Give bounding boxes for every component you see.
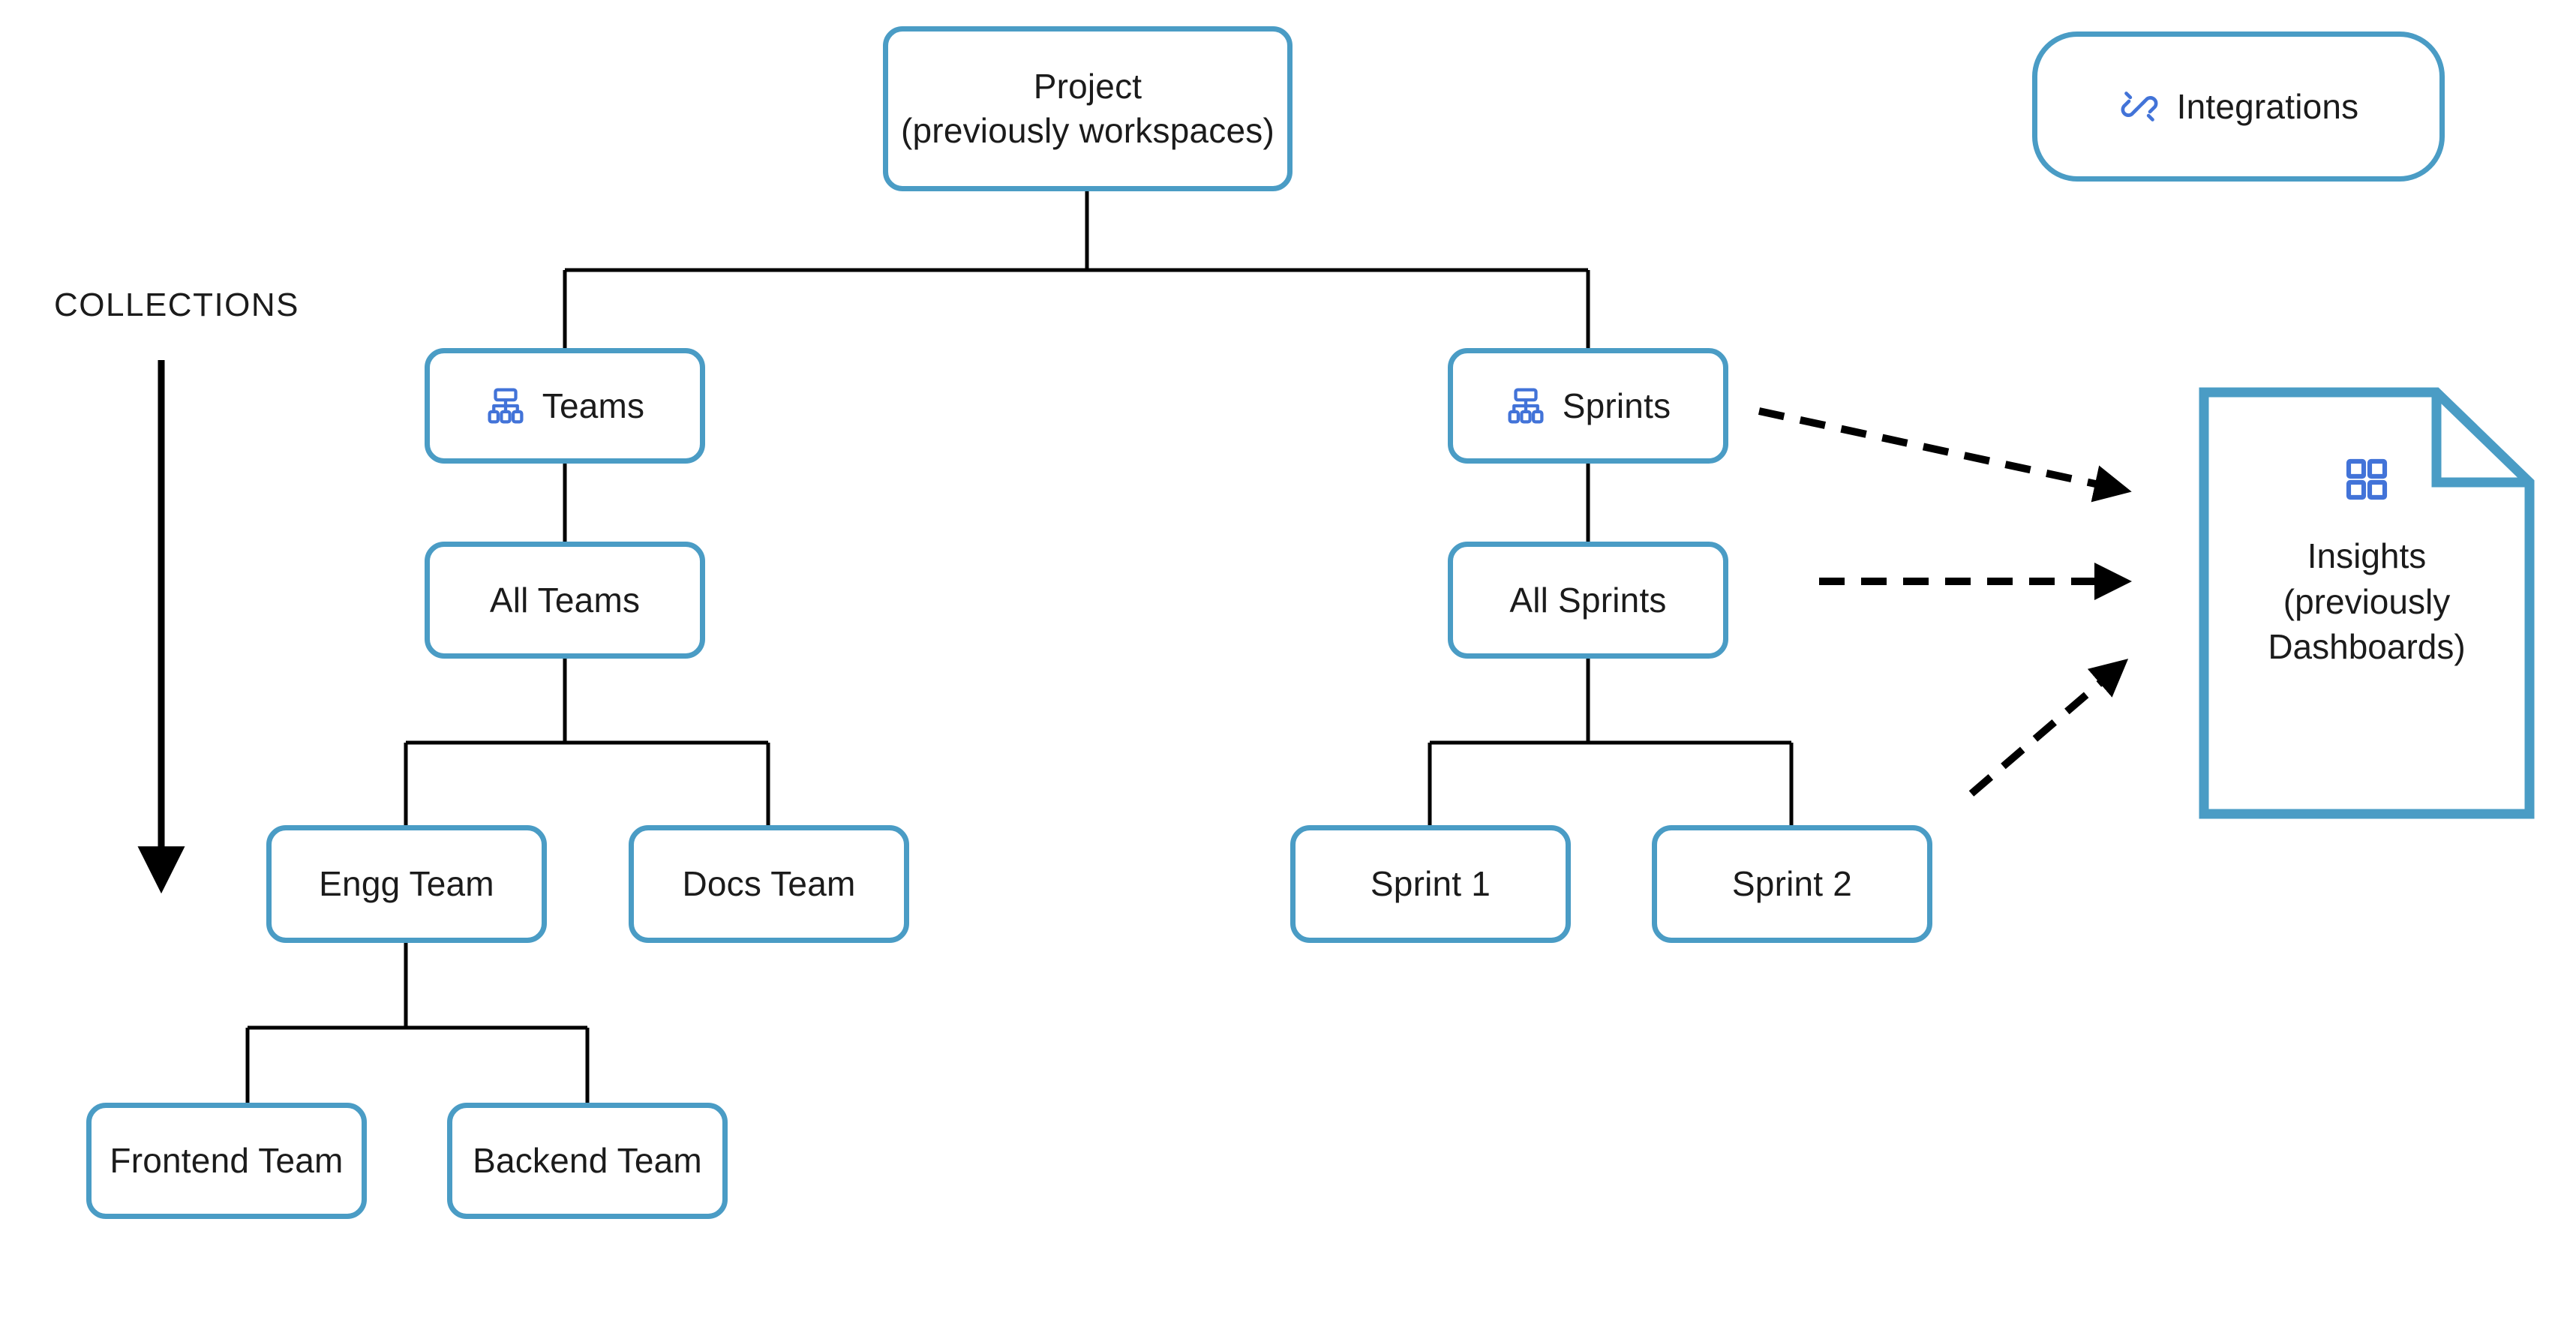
node-backend-team[interactable]: Backend Team: [447, 1103, 728, 1219]
node-all-sprints[interactable]: All Sprints: [1448, 542, 1728, 659]
plug-connector-icon: [2118, 86, 2160, 128]
collections-label: COLLECTIONS: [54, 287, 300, 323]
node-sprint-2-label: Sprint 2: [1731, 864, 1853, 904]
node-frontend-team[interactable]: Frontend Team: [86, 1103, 367, 1219]
node-backend-team-label: Backend Team: [473, 1141, 702, 1181]
node-sprint-1-label: Sprint 1: [1370, 864, 1491, 904]
node-insights[interactable]: Insights (previously Dashboards): [2198, 386, 2535, 820]
document-folded-corner-shape: [2199, 387, 2535, 819]
node-sprint-1[interactable]: Sprint 1: [1290, 825, 1571, 943]
edge-engg-to-children: [245, 943, 590, 1103]
dashed-arrow-sprint2-to-insights: [1968, 659, 2129, 797]
node-sprint-2[interactable]: Sprint 2: [1652, 825, 1932, 943]
dashed-arrow-sprints-to-insights: [1758, 407, 2132, 503]
node-engg-team-label: Engg Team: [319, 864, 494, 904]
node-integrations[interactable]: Integrations: [2032, 32, 2445, 182]
node-sprints-label: Sprints: [1562, 386, 1671, 425]
node-integrations-label: Integrations: [2176, 86, 2359, 126]
grid-dashboard-icon: [2343, 455, 2391, 503]
node-insights-label: Insights (previously Dashboards): [2268, 536, 2466, 667]
node-project[interactable]: Project (previously workspaces): [883, 26, 1293, 191]
edge-all-sprints-to-children: [1428, 659, 1794, 825]
node-engg-team[interactable]: Engg Team: [266, 825, 547, 943]
edge-project-to-teams-sprints: [563, 191, 1590, 348]
node-teams[interactable]: Teams: [425, 348, 705, 464]
node-docs-team-label: Docs Team: [682, 864, 856, 904]
node-all-teams-label: All Teams: [489, 580, 641, 620]
node-docs-team[interactable]: Docs Team: [629, 825, 909, 943]
node-all-teams[interactable]: All Teams: [425, 542, 705, 659]
node-frontend-team-label: Frontend Team: [110, 1141, 344, 1181]
node-all-sprints-label: All Sprints: [1509, 580, 1667, 620]
org-hierarchy-icon: [485, 386, 526, 426]
org-hierarchy-icon: [1506, 386, 1546, 426]
node-sprints[interactable]: Sprints: [1448, 348, 1728, 464]
node-teams-label: Teams: [542, 386, 645, 425]
edge-all-teams-to-children: [404, 659, 770, 825]
node-project-label: Project (previously workspaces): [901, 67, 1274, 150]
